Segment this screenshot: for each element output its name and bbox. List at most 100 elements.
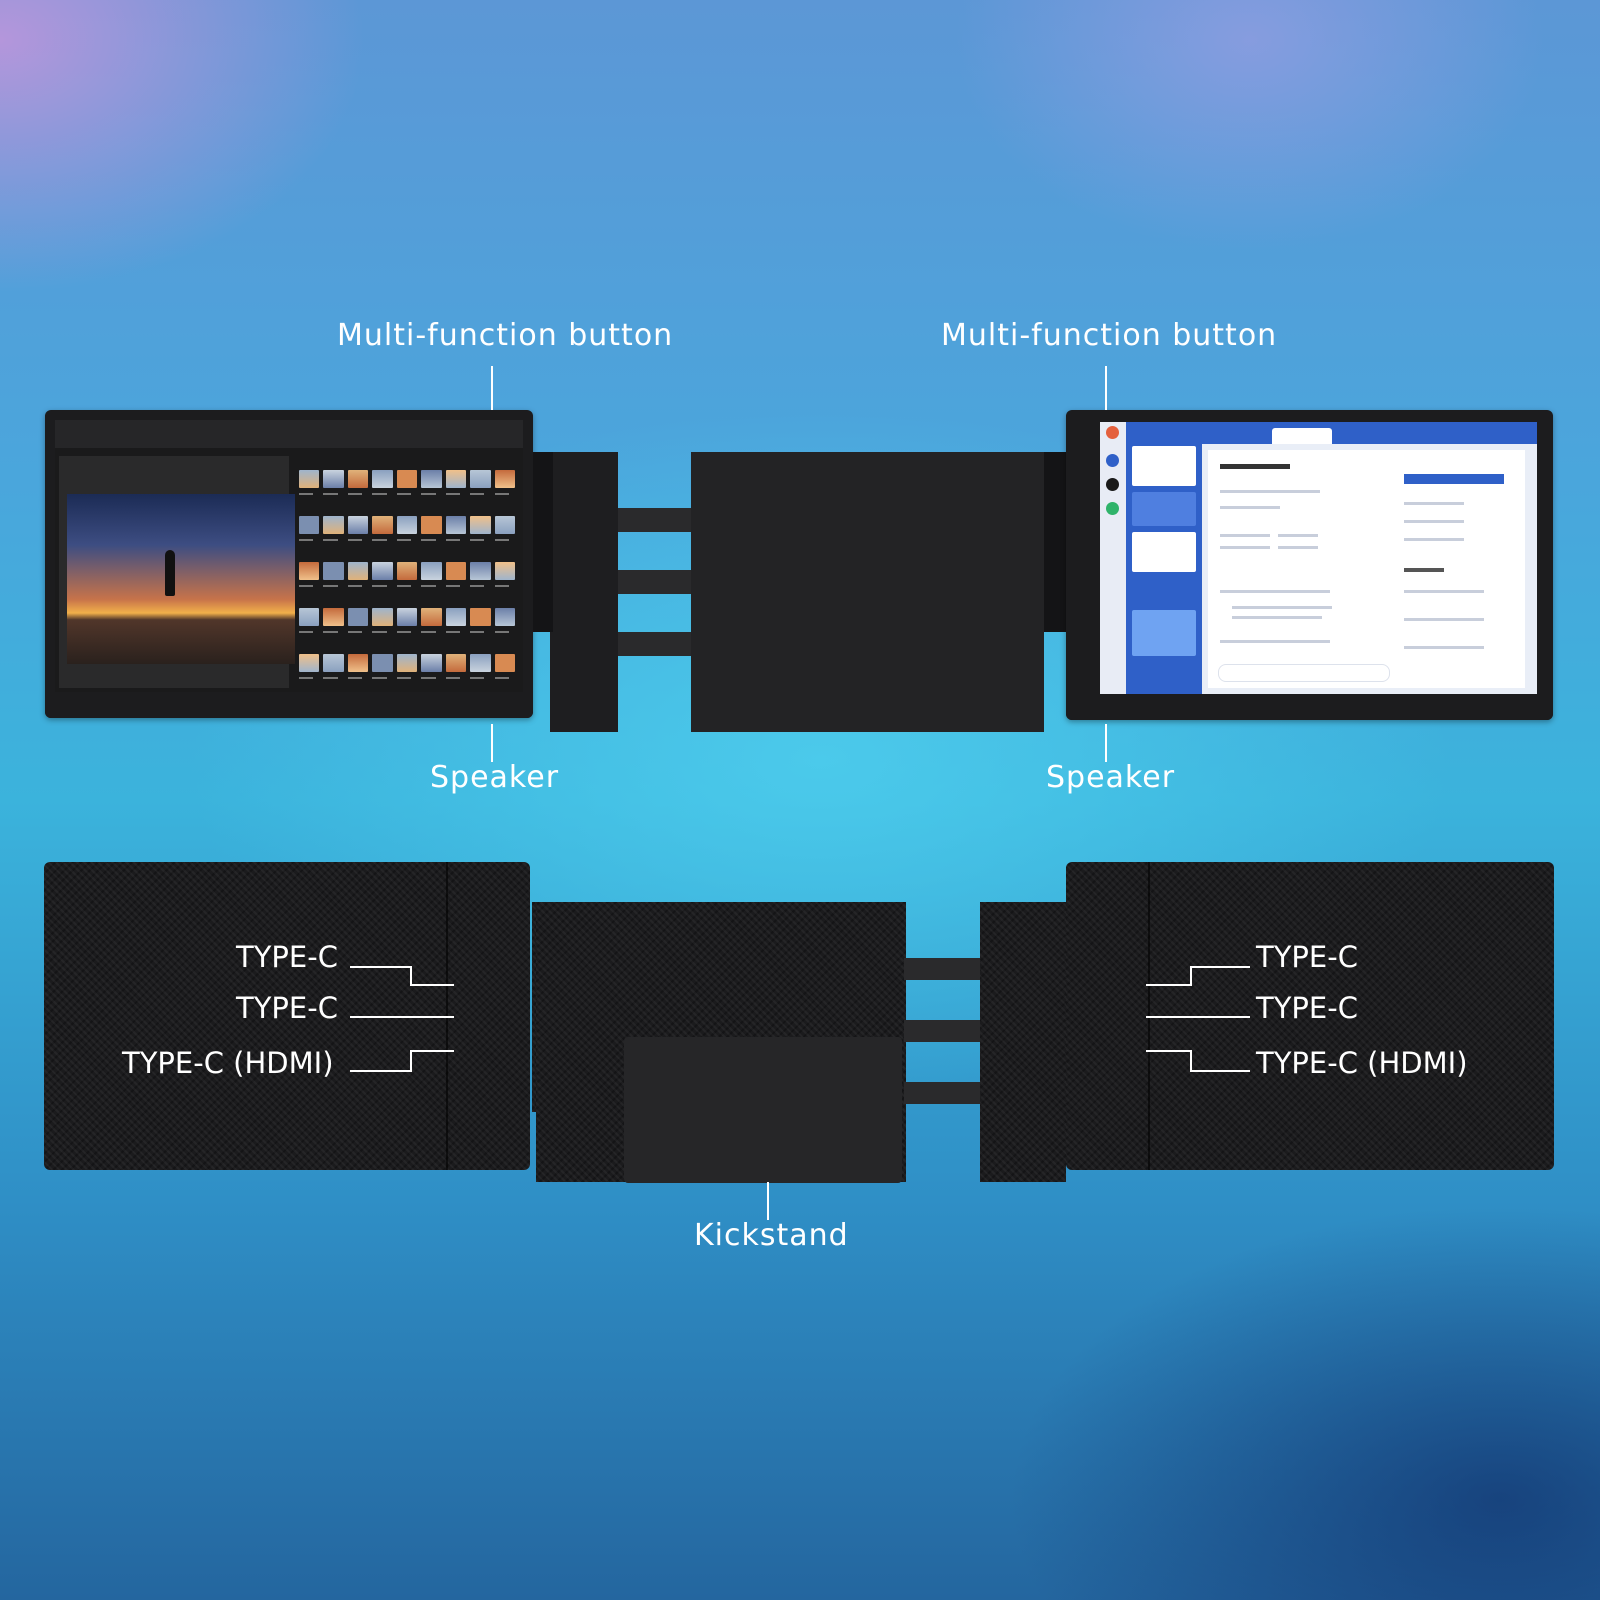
thumbnail-caption-bar — [323, 585, 338, 587]
right-hinge-edge — [1044, 452, 1066, 632]
callout-line — [491, 724, 493, 762]
rail-back-top — [904, 958, 980, 980]
photo-thumbnail — [396, 468, 418, 514]
photo-thumbnail — [323, 606, 344, 652]
thumbnail-image — [323, 470, 344, 488]
text-line — [1404, 590, 1484, 593]
thumbnail-image — [299, 654, 320, 672]
leader-line — [1190, 1070, 1250, 1072]
left-hinge-block — [550, 452, 618, 732]
leader-line — [1190, 966, 1250, 968]
thumbnail-image — [396, 470, 418, 488]
photo-thumbnail — [347, 514, 369, 560]
leader-line — [410, 1050, 412, 1072]
text-line — [1404, 502, 1464, 505]
thumbnail-caption-bar — [372, 631, 387, 633]
text-line — [1220, 534, 1270, 537]
right-screen — [1100, 422, 1537, 694]
photo-thumbnail-grid — [295, 464, 519, 686]
callout-line — [1105, 724, 1107, 762]
thumbnail-image — [347, 654, 369, 672]
thumbnail-image — [445, 608, 467, 626]
app-avatar-icon — [1106, 426, 1119, 439]
thumbnail-image — [470, 470, 491, 488]
thumbnail-caption-bar — [347, 585, 363, 587]
thumbnail-image — [372, 562, 393, 580]
text-line — [1220, 506, 1280, 509]
thumbnail-caption-bar — [323, 631, 338, 633]
thumbnail-caption-bar — [445, 493, 460, 495]
thumbnail-image — [323, 516, 344, 534]
task-app-tab-bar — [1202, 422, 1537, 444]
text-line — [1220, 640, 1330, 643]
photo-thumbnail — [445, 560, 467, 606]
photo-thumbnail — [421, 560, 442, 606]
project-card-selected — [1132, 492, 1196, 526]
rail-back-bottom — [904, 1082, 980, 1104]
thumbnail-caption-bar — [421, 539, 436, 541]
thumbnail-image — [299, 516, 320, 534]
leader-line — [1190, 966, 1192, 986]
right-hinge-back — [980, 902, 1066, 1182]
thumbnail-image — [347, 608, 369, 626]
photo-thumbnail — [421, 606, 442, 652]
thumbnail-caption-bar — [396, 585, 412, 587]
message-input — [1218, 664, 1390, 682]
photo-thumbnail — [347, 560, 369, 606]
thumbnail-image — [372, 516, 393, 534]
text-line — [1220, 490, 1320, 493]
text-line — [1278, 546, 1318, 549]
photo-thumbnail — [299, 468, 320, 514]
photo-thumbnail — [299, 652, 320, 692]
task-board-panel — [1208, 450, 1525, 688]
chat-app-icon — [1106, 454, 1119, 467]
project-card — [1132, 532, 1196, 572]
thumbnail-caption-bar — [421, 585, 436, 587]
thumbnail-caption-bar — [323, 539, 338, 541]
text-line — [1220, 546, 1270, 549]
photo-thumbnail — [323, 652, 344, 692]
project-card — [1132, 610, 1196, 656]
thumbnail-image — [494, 654, 515, 672]
text-line — [1404, 538, 1464, 541]
thumbnail-image — [494, 470, 515, 488]
rail-top — [618, 508, 696, 532]
thumbnail-image — [372, 470, 393, 488]
photo-thumbnail — [421, 514, 442, 560]
thumbnail-caption-bar — [396, 677, 412, 679]
thumbnail-caption-bar — [445, 585, 460, 587]
thumbnail-image — [470, 608, 491, 626]
photo-thumbnail — [323, 468, 344, 514]
thumbnail-caption-bar — [299, 539, 314, 541]
rail-bottom — [618, 632, 696, 656]
leader-line — [1146, 1050, 1192, 1052]
photo-thumbnail — [372, 468, 393, 514]
photo-thumbnail — [494, 606, 515, 652]
thumbnail-image — [421, 654, 442, 672]
thumbnail-image — [347, 562, 369, 580]
right-members-panel — [1404, 474, 1504, 484]
kickstand-label: Kickstand — [694, 1218, 849, 1253]
leader-line — [350, 1070, 412, 1072]
thumbnail-caption-bar — [494, 539, 509, 541]
thumbnail-caption-bar — [445, 677, 460, 679]
text-line — [1404, 646, 1484, 649]
photo-thumbnail — [347, 606, 369, 652]
photo-thumbnail — [494, 514, 515, 560]
tab-active — [1272, 428, 1332, 444]
thumbnail-image — [445, 470, 467, 488]
thumbnail-image — [421, 608, 442, 626]
thumbnail-caption-bar — [470, 677, 485, 679]
text-line — [1404, 618, 1484, 621]
person-silhouette — [165, 550, 175, 596]
thumbnail-image — [299, 470, 320, 488]
thumbnail-caption-bar — [347, 539, 363, 541]
photo-thumbnail — [347, 652, 369, 692]
photo-thumbnail — [396, 514, 418, 560]
thumbnail-caption-bar — [470, 631, 485, 633]
photo-app-toolbar — [55, 420, 523, 448]
thumbnail-caption-bar — [372, 585, 387, 587]
thumbnail-caption-bar — [299, 493, 314, 495]
thumbnail-caption-bar — [347, 677, 363, 679]
thumbnail-image — [347, 470, 369, 488]
